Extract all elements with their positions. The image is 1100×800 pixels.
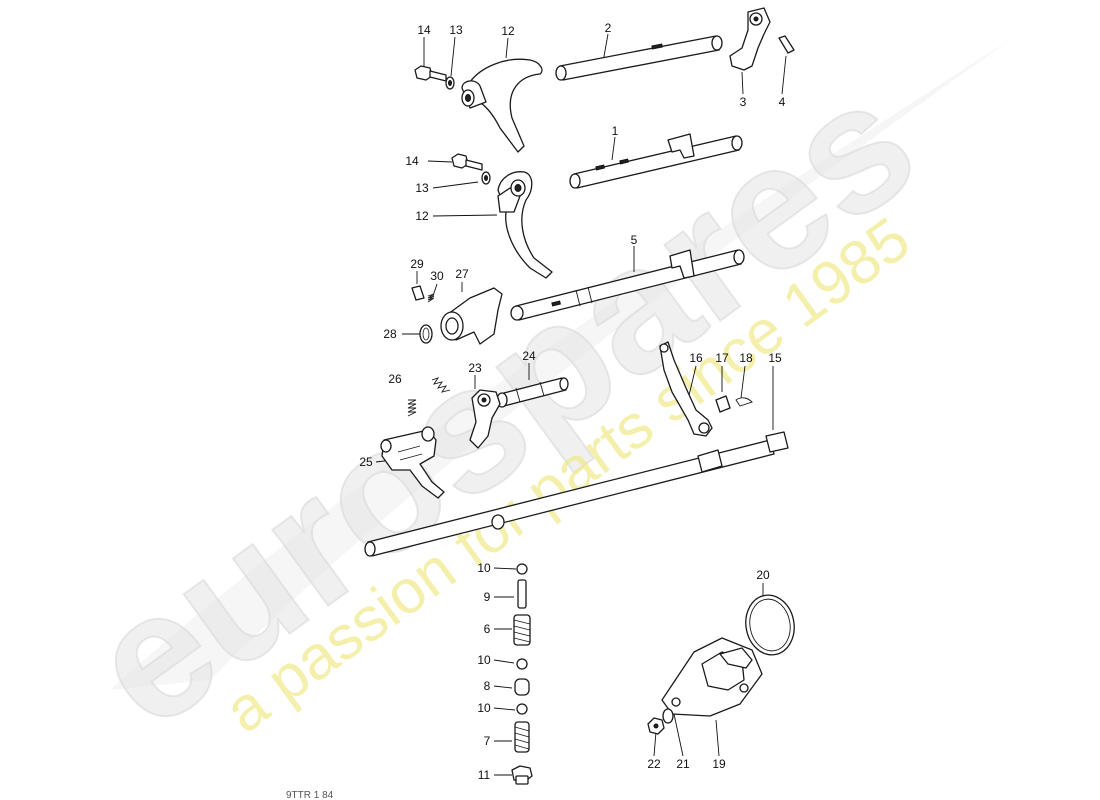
callout-26: 26 xyxy=(388,372,402,386)
callout-11: 11 xyxy=(478,768,491,782)
plug-11 xyxy=(511,765,533,785)
nut-22 xyxy=(647,717,665,735)
shift-rod-1 xyxy=(569,133,743,189)
shift-fork-12-upper xyxy=(461,58,543,153)
callout-13-upper: 13 xyxy=(449,23,463,37)
callout-23: 23 xyxy=(468,361,482,375)
callout-12-upper: 12 xyxy=(501,24,515,38)
spring-26-upper xyxy=(431,377,451,393)
callout-10-low: 10 xyxy=(477,701,491,715)
washer-13-upper xyxy=(445,76,455,90)
callout-18: 18 xyxy=(739,351,753,365)
callout-1: 1 xyxy=(612,124,619,138)
shift-bracket-25 xyxy=(380,426,445,499)
callout-labels: 14 13 12 2 3 4 1 14 13 12 5 29 30 27 28 … xyxy=(359,21,785,782)
shaft-24 xyxy=(496,377,569,408)
selector-finger-3 xyxy=(729,7,771,71)
spring-26-lower xyxy=(407,399,417,417)
bolt-14-lower xyxy=(451,153,483,171)
pin-9 xyxy=(517,579,527,609)
shift-fork-12-lower xyxy=(497,171,553,279)
detent-plunger-29 xyxy=(411,285,425,301)
spring-30 xyxy=(427,293,435,303)
callout-10-top: 10 xyxy=(477,561,491,575)
cover-19 xyxy=(661,637,763,717)
callout-17: 17 xyxy=(715,351,729,365)
shift-rod-5 xyxy=(510,249,745,321)
callout-14-upper: 14 xyxy=(417,23,431,37)
lever-23 xyxy=(469,389,501,449)
bolt-14-upper xyxy=(414,65,447,82)
washer-13-lower xyxy=(481,171,491,185)
callout-10-mid: 10 xyxy=(477,653,491,667)
callout-16: 16 xyxy=(689,351,703,365)
watermark-swoosh xyxy=(110,40,1010,690)
spring-6 xyxy=(513,614,531,646)
shift-rod-15 xyxy=(364,431,789,557)
plunger-8 xyxy=(514,678,530,696)
callout-25: 25 xyxy=(359,455,373,469)
callout-13-lower: 13 xyxy=(415,181,429,195)
circlip-28 xyxy=(419,324,433,344)
callout-14-lower: 14 xyxy=(405,154,419,168)
callout-27: 27 xyxy=(455,267,469,281)
callout-30: 30 xyxy=(430,269,444,283)
pin-4 xyxy=(778,35,795,54)
callout-19: 19 xyxy=(712,757,726,771)
ball-10-mid xyxy=(516,658,528,670)
lever-16 xyxy=(659,341,713,437)
callout-28: 28 xyxy=(383,327,397,341)
callout-6: 6 xyxy=(484,622,491,636)
callout-29: 29 xyxy=(410,257,424,271)
o-ring-20 xyxy=(745,594,795,656)
callout-3: 3 xyxy=(740,95,747,109)
callout-12-lower: 12 xyxy=(415,209,429,223)
callout-20: 20 xyxy=(756,568,770,582)
callout-7: 7 xyxy=(484,734,491,748)
callout-5: 5 xyxy=(631,233,638,247)
watermark: eurospares a passion for parts since 198… xyxy=(54,40,1010,767)
callout-21: 21 xyxy=(676,757,690,771)
callout-4: 4 xyxy=(779,95,786,109)
spring-7 xyxy=(514,721,530,753)
callout-22: 22 xyxy=(647,757,661,771)
callout-8: 8 xyxy=(484,679,491,693)
ball-10-top xyxy=(516,563,528,575)
clip-18 xyxy=(735,397,753,407)
washer-21 xyxy=(662,708,674,724)
footer-code: 9TTR 1 84 xyxy=(286,790,334,800)
ball-10-low xyxy=(516,703,528,715)
shift-fork-27 xyxy=(440,287,503,345)
shift-rod-2 xyxy=(555,35,723,81)
callout-2: 2 xyxy=(605,21,612,35)
callout-15: 15 xyxy=(768,351,782,365)
callout-24: 24 xyxy=(522,349,536,363)
callout-9: 9 xyxy=(484,590,491,604)
pin-17 xyxy=(715,395,731,413)
